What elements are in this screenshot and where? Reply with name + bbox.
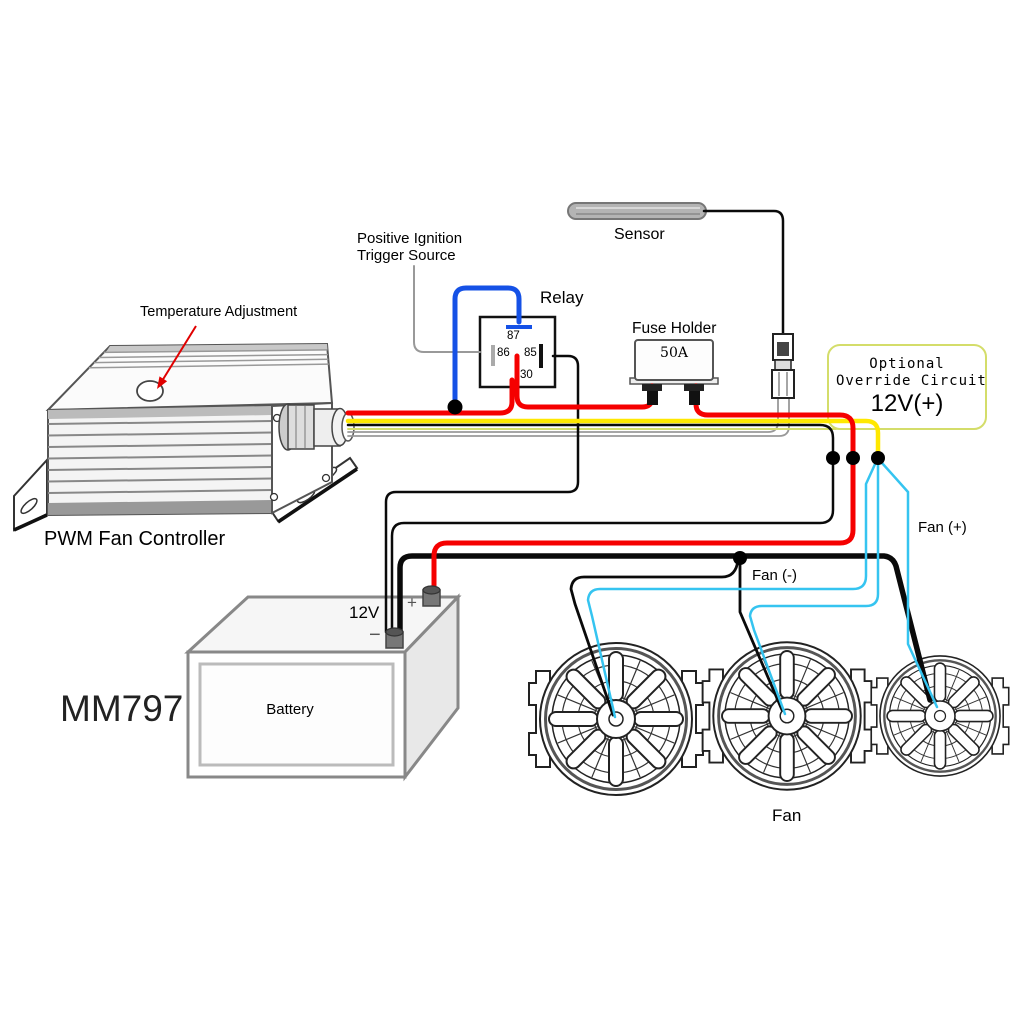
wire-junction-dots [447, 399, 885, 565]
fuse-to-battery-wire [431, 383, 856, 595]
relay-pin-terminals [491, 325, 543, 368]
relay-label: Relay [540, 288, 584, 307]
relay87-trigger-wire [452, 285, 522, 407]
fuse-rating-label: 50A [660, 345, 688, 361]
relay-pin85-label: 85 [524, 347, 537, 359]
fuse-holder-label: Fuse Holder [632, 320, 717, 337]
fan1-negative-lead [569, 558, 740, 717]
fan-negative-label: Fan (-) [752, 567, 797, 584]
battery-illustration [184, 593, 462, 782]
sensor-label: Sensor [614, 226, 665, 243]
fan-3-illustration [870, 654, 1010, 778]
battery-plus-label: + [407, 593, 417, 612]
ignition-label-line1: Positive Ignition [357, 230, 463, 247]
relay-pin86-label: 86 [497, 347, 510, 359]
ignition-trigger-wire [413, 265, 481, 353]
fan-feed-wire-yellow [345, 418, 881, 459]
pwm-controller-label: PWM Fan Controller [44, 528, 226, 550]
controller-power-wire [345, 377, 515, 416]
sensor-wire [702, 209, 785, 342]
override-circuit-callout-box [827, 344, 987, 430]
fan3-positive-lead [880, 461, 939, 709]
fan-1-illustration [527, 641, 705, 797]
fuse-holder-body [629, 339, 719, 385]
sensor-inline-connector [771, 333, 795, 399]
fan-positive-label: Fan (+) [918, 519, 967, 536]
fan2-positive-lead [748, 461, 880, 716]
controller-output-connector [278, 403, 355, 451]
temperature-adjustment-label: Temperature Adjustment [140, 304, 298, 320]
override-label-voltage: 12V(+) [870, 390, 944, 417]
battery-minus-label: − [369, 624, 381, 646]
fan-negative-bus [397, 553, 933, 703]
temperature-adjustment-knob [136, 380, 164, 402]
override-label-line2: Override Circuit [836, 373, 987, 389]
battery-voltage-label: 12V [349, 603, 380, 622]
override-label-line1: Optional [869, 356, 945, 372]
battery-label: Battery [266, 701, 314, 718]
controller-ground-wire [346, 423, 835, 634]
relay-pin30-label: 30 [520, 369, 533, 381]
screw-icon [269, 408, 331, 502]
product-code-label: MM797 [60, 688, 184, 729]
relay-coil-ground-wire [384, 354, 580, 634]
ignition-label-line2: Trigger Source [357, 247, 456, 264]
fan-label: Fan [772, 806, 802, 825]
fan-2-illustration [701, 640, 873, 792]
relay-pin87-label: 87 [507, 330, 520, 342]
fan1-positive-lead [586, 460, 878, 719]
pwm-fan-controller-illustration [13, 342, 359, 532]
fan2-negative-lead [738, 558, 784, 712]
sensor-illustration [567, 202, 707, 220]
fuse-studs [642, 384, 704, 405]
temperature-adjustment-arrow [157, 325, 197, 389]
battery-terminals [385, 585, 441, 649]
